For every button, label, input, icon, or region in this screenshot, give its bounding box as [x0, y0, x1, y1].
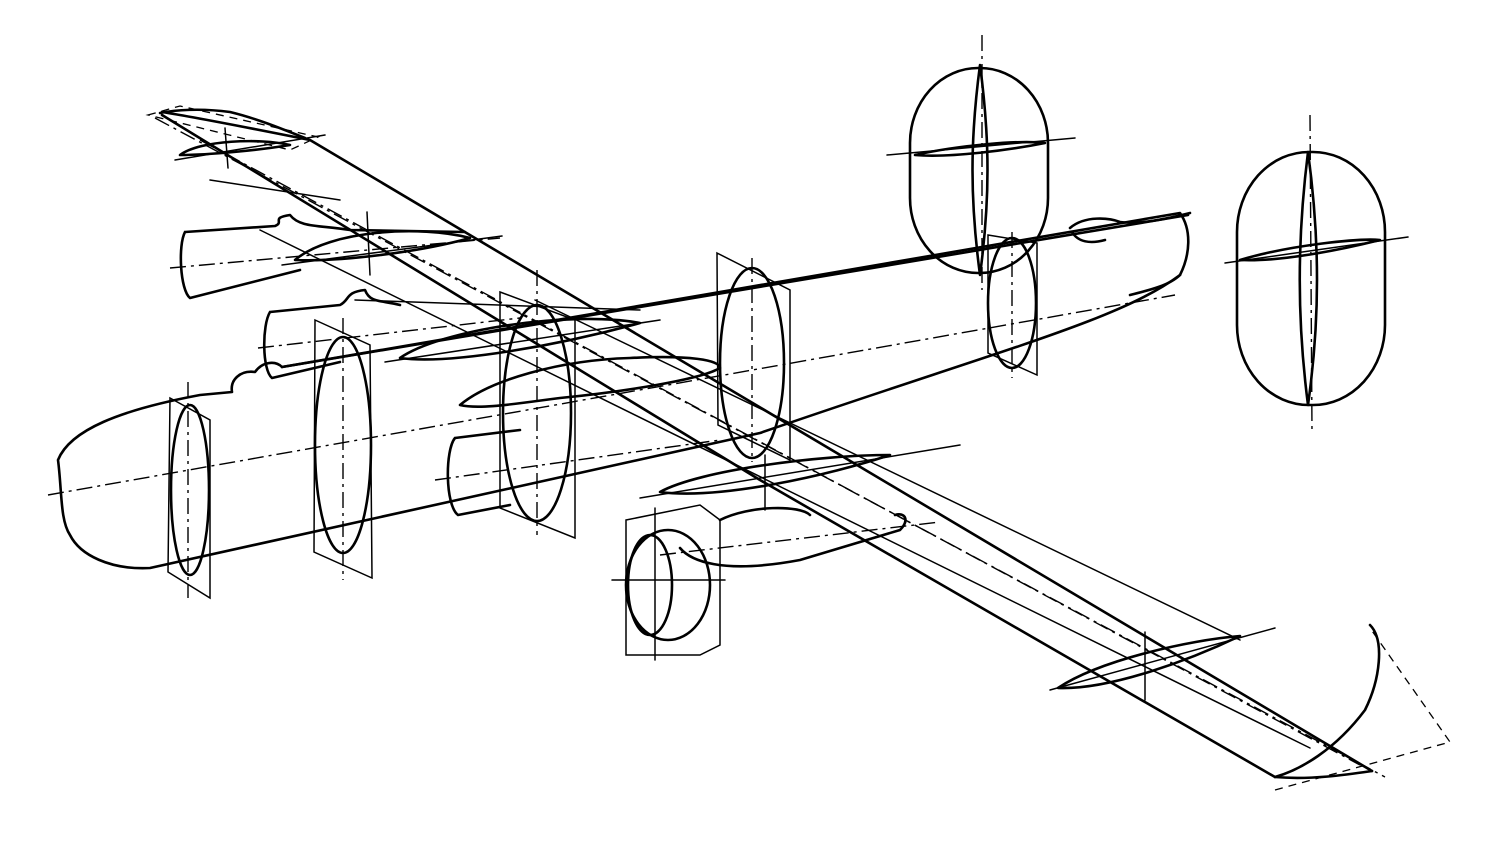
left-wing-tip: [158, 108, 307, 140]
fuselage-centerline: [47, 294, 1176, 496]
tail-cone-line: [1128, 273, 1182, 297]
fuselage-tail-notch: [1070, 230, 1107, 244]
nacelle-left-inner: [257, 288, 521, 380]
airfoil-inboard-right: [639, 444, 961, 511]
frame-aft: [716, 251, 791, 462]
nacelle-cowl-box: [611, 504, 726, 661]
frame-tail: [986, 232, 1038, 378]
frame-cockpit: [313, 318, 373, 580]
nacelle-right-inner: [434, 355, 722, 517]
airfoil-left-tip: [174, 127, 326, 169]
construction-lines: [209, 179, 1311, 749]
wing-tip-box-left: [145, 105, 321, 151]
tail-fins: [886, 35, 1409, 433]
airfoil-right-tip: [1049, 627, 1276, 701]
frame-nose: [167, 382, 211, 600]
airfoil-root: [384, 317, 661, 363]
frame-mid: [499, 270, 576, 540]
nacelle-left-outer: [169, 213, 501, 300]
right-wing-tip: [1273, 623, 1381, 779]
nacelle-right-outer: [659, 506, 941, 568]
fuselage-frames: [167, 232, 1038, 600]
wing-tip-box-right: [1274, 627, 1452, 791]
fuselage-spine-line: [280, 213, 1190, 369]
fuselage-upper-tail-fillet: [1068, 211, 1192, 230]
engine-nacelles: [169, 213, 941, 661]
tail-fin-right: [1224, 114, 1409, 433]
tail-fin-left: [886, 35, 1076, 290]
